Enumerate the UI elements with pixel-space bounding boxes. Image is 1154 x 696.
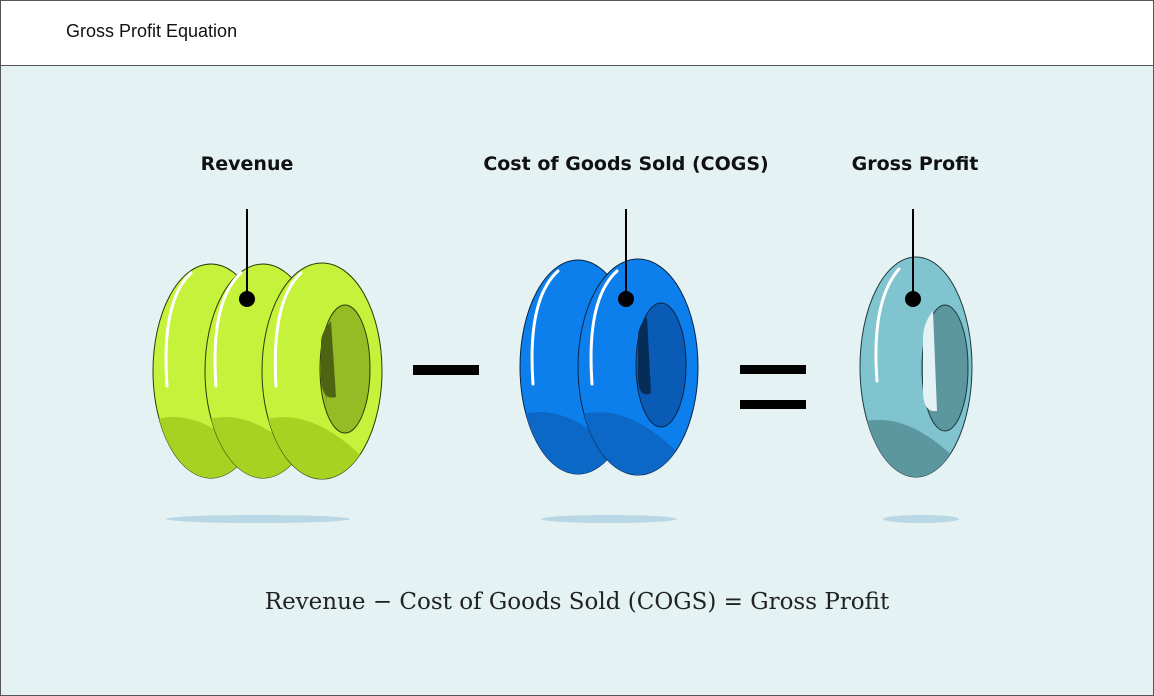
page-title: Gross Profit Equation — [66, 21, 238, 41]
label-gross-profit: Gross Profit — [851, 153, 979, 175]
label-cogs: Cost of Goods Sold (COGS) — [483, 153, 769, 175]
leader-dot-revenue — [239, 291, 255, 307]
equation-text: Revenue − Cost of Goods Sold (COGS) = Gr… — [264, 589, 890, 615]
shadow-revenue — [166, 515, 350, 523]
shadow-cogs — [541, 515, 677, 523]
leader-dot-cogs — [618, 291, 634, 307]
header-bar: Gross Profit Equation — [1, 1, 1153, 66]
equals-sign-top — [740, 365, 806, 374]
label-revenue: Revenue — [200, 153, 294, 175]
shadow-gross-profit — [883, 515, 959, 523]
leader-dot-gross-profit — [905, 291, 921, 307]
minus-sign — [413, 365, 479, 375]
tire-gross-profit — [859, 256, 973, 478]
equals-sign-bottom — [740, 400, 806, 409]
